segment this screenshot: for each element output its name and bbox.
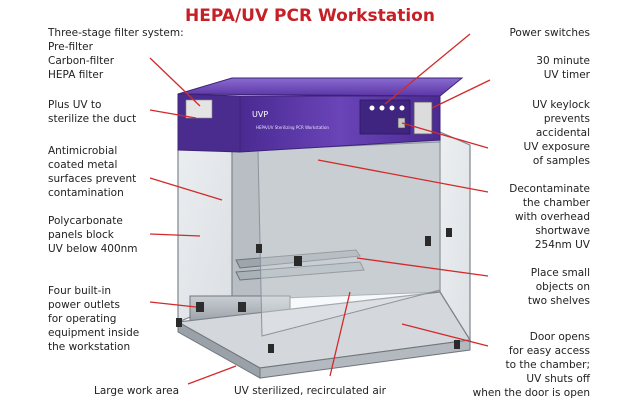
label-line: surfaces prevent [48, 173, 137, 185]
control-panel [359, 99, 411, 135]
panel-clip-bottom [268, 344, 274, 353]
label-uv-timer: 30 minute UV timer [536, 54, 590, 82]
label-line: accidental [535, 127, 590, 139]
label-line: prevents [543, 113, 590, 125]
leader-outlets [149, 301, 197, 308]
label-line: HEPA filter [48, 69, 104, 81]
label-line: UV shuts off [526, 373, 590, 385]
label-line: to the chamber; [505, 359, 590, 371]
leader-power-switches [384, 33, 471, 105]
label-line: equipment inside [48, 327, 140, 339]
label-line: Four built-in [48, 285, 112, 297]
leader-plus-uv [149, 109, 197, 119]
hood-top [177, 77, 464, 97]
label-line: Carbon-filter [48, 55, 115, 67]
label-work-area: Large work area [94, 384, 179, 398]
label-uv-keylock: UV keylock prevents accidental UV exposu… [524, 98, 590, 168]
panel-clip-lower-left [176, 318, 182, 327]
label-line: panels block [48, 229, 114, 241]
label-plus-uv: Plus UV to sterilize the duct [48, 98, 136, 126]
label-line: UV sterilized, recirculated air [234, 385, 386, 397]
front-base-right [259, 339, 471, 379]
label-line: 30 minute [536, 55, 590, 67]
door-handle-right [425, 236, 431, 246]
label-outlets: Four built-in power outlets for operatin… [48, 284, 139, 354]
label-line: objects on [535, 281, 590, 293]
label-power-switches: Power switches [509, 26, 590, 40]
label-line: UV keylock [532, 99, 590, 111]
label-line: 254nm UV [534, 239, 590, 251]
filter-label-plate [185, 99, 213, 119]
label-line: for easy access [508, 345, 590, 357]
leader-antimicrobial [149, 177, 223, 201]
label-line: UV below 400nm [48, 243, 138, 255]
outlet-1 [196, 302, 204, 312]
label-line: sterilize the duct [48, 113, 137, 125]
outlet-2 [238, 302, 246, 312]
diagram-title: HEPA/UV PCR Workstation [185, 6, 435, 26]
label-line: when the door is open [472, 387, 590, 399]
hood-model: HEPA/UV Sterilizing PCR Workstation [256, 125, 329, 130]
label-line: Antimicrobial [48, 145, 118, 157]
panel-clip-base [454, 340, 460, 349]
label-line: Power switches [509, 27, 590, 39]
hood-brand: UVP [252, 110, 268, 119]
label-antimicrobial: Antimicrobial coated metal surfaces prev… [48, 144, 136, 200]
leader-door [401, 323, 489, 347]
left-glass-panel [177, 137, 233, 323]
leader-uv-timer [431, 79, 491, 109]
label-polycarbonate: Polycarbonate panels block UV below 400n… [48, 214, 138, 256]
timer-display [413, 101, 433, 135]
label-decontaminate: Decontaminate the chamber with overhead … [509, 182, 590, 252]
leader-work-area [187, 365, 237, 385]
label-line: two shelves [527, 295, 590, 307]
label-line: Plus UV to [48, 99, 102, 111]
label-line: Pre-filter [48, 41, 93, 53]
leader-decontaminate [317, 159, 489, 193]
label-uv-sterilized: UV sterilized, recirculated air [234, 384, 386, 398]
front-door-glass [257, 141, 441, 337]
label-line: of samples [532, 155, 590, 167]
switch-2 [379, 105, 385, 111]
label-line: Door opens [529, 331, 590, 343]
label-door: Door opens for easy access to the chambe… [473, 330, 590, 400]
switch-1 [369, 105, 375, 111]
label-line: shortwave [535, 225, 590, 237]
label-line: UV exposure [523, 141, 590, 153]
switch-3 [389, 105, 395, 111]
label-line: the workstation [48, 341, 131, 353]
switch-4 [399, 105, 405, 111]
label-line: Decontaminate [509, 183, 590, 195]
lower-shelf [235, 261, 365, 281]
panel-clip-left [256, 244, 262, 253]
label-line: coated metal [48, 159, 118, 171]
leader-keylock [401, 122, 489, 149]
label-line: UV timer [543, 69, 590, 81]
leader-uv-sterilized [329, 291, 351, 377]
label-line: Large work area [94, 385, 180, 397]
leader-filter [149, 57, 201, 107]
keylock [397, 117, 406, 129]
label-line: for operating [48, 313, 117, 325]
label-line: Place small [530, 267, 590, 279]
label-line: contamination [48, 187, 124, 199]
label-line: Three-stage filter system: [48, 27, 184, 39]
label-line: the chamber [522, 197, 590, 209]
label-filter-system: Three-stage filter system: Pre-filter Ca… [48, 26, 184, 82]
leader-lines [149, 33, 491, 385]
label-line: power outlets [48, 299, 120, 311]
label-shelves: Place small objects on two shelves [528, 266, 590, 308]
leader-shelves [356, 257, 489, 277]
label-line: with overhead [514, 211, 590, 223]
panel-clip-right [446, 228, 452, 237]
leader-polycarbonate [149, 233, 201, 237]
door-handle-left [294, 256, 302, 266]
label-line: Polycarbonate [48, 215, 123, 227]
